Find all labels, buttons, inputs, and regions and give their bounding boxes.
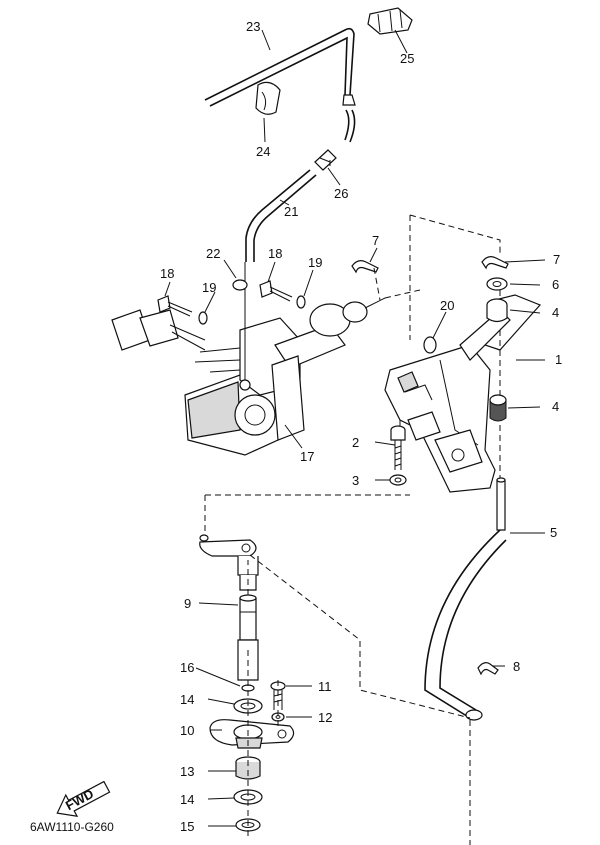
- callout-26: 26: [334, 186, 348, 201]
- callout-17: 17: [300, 449, 314, 464]
- callout-13: 13: [180, 764, 194, 779]
- callout-14-bottom: 14: [180, 792, 194, 807]
- callout-1: 1: [555, 352, 562, 367]
- link-rod-5: [424, 477, 507, 721]
- callout-12: 12: [318, 710, 332, 725]
- callout-16: 16: [180, 660, 194, 675]
- callout-18-left: 18: [160, 266, 174, 281]
- clip-22: [232, 279, 248, 291]
- callout-21: 21: [284, 204, 298, 219]
- callout-8: 8: [513, 659, 520, 674]
- callout-2: 2: [352, 435, 359, 450]
- valve-assembly-17: [111, 262, 386, 456]
- callout-18-right: 18: [268, 246, 282, 261]
- washer-3: [389, 474, 407, 486]
- callout-6: 6: [552, 277, 559, 292]
- callout-22: 22: [206, 246, 220, 261]
- callout-7-right: 7: [553, 252, 560, 267]
- callout-9: 9: [184, 596, 191, 611]
- callout-19-right: 19: [308, 255, 322, 270]
- clip-7-left: [351, 260, 379, 274]
- callout-15: 15: [180, 819, 194, 834]
- fwd-arrow-icon: FWD: [56, 780, 111, 818]
- washer-6: [486, 277, 508, 291]
- callout-4-bottom: 4: [552, 399, 559, 414]
- bolt-2: [390, 425, 406, 470]
- callout-3: 3: [352, 473, 359, 488]
- callout-23: 23: [246, 19, 260, 34]
- clip-25: [367, 7, 413, 35]
- shaft-9: [237, 594, 259, 681]
- callout-11: 11: [318, 679, 332, 694]
- lever-top: [199, 534, 259, 591]
- leader-lines: [164, 29, 546, 827]
- washer-19-left: [198, 311, 208, 325]
- bolt-18-left: [157, 295, 193, 317]
- fwd-label: FWD: [63, 786, 96, 813]
- washer-19-right: [296, 295, 306, 309]
- clip-7-right: [481, 256, 509, 270]
- hose-23: [204, 27, 356, 143]
- callout-10: 10: [180, 723, 194, 738]
- hose-clip-24: [255, 81, 281, 115]
- callout-14-top: 14: [180, 692, 194, 707]
- callout-24: 24: [256, 144, 270, 159]
- bolt-18-right: [259, 280, 293, 302]
- callout-7-left: 7: [372, 233, 379, 248]
- callout-25: 25: [400, 51, 414, 66]
- callout-20: 20: [440, 298, 454, 313]
- callout-19-left: 19: [202, 280, 216, 295]
- bracket-1: [384, 294, 542, 493]
- bushing-4-bottom: [489, 394, 507, 422]
- diagram-code: 6AW1110-G260: [30, 820, 114, 834]
- connector-26: [314, 149, 337, 171]
- callout-5: 5: [550, 525, 557, 540]
- callouts: 1 2 3 4 4 5 6 7 7 8 9 10 11 12 13 14 14 …: [160, 19, 562, 834]
- pin-20: [423, 336, 437, 354]
- callout-4-top: 4: [552, 305, 559, 320]
- lever-10: [209, 719, 295, 749]
- hose-21: [245, 169, 317, 262]
- assembly-lines: [204, 160, 501, 845]
- bushing-4-top: [486, 298, 508, 323]
- clip-8: [477, 662, 499, 676]
